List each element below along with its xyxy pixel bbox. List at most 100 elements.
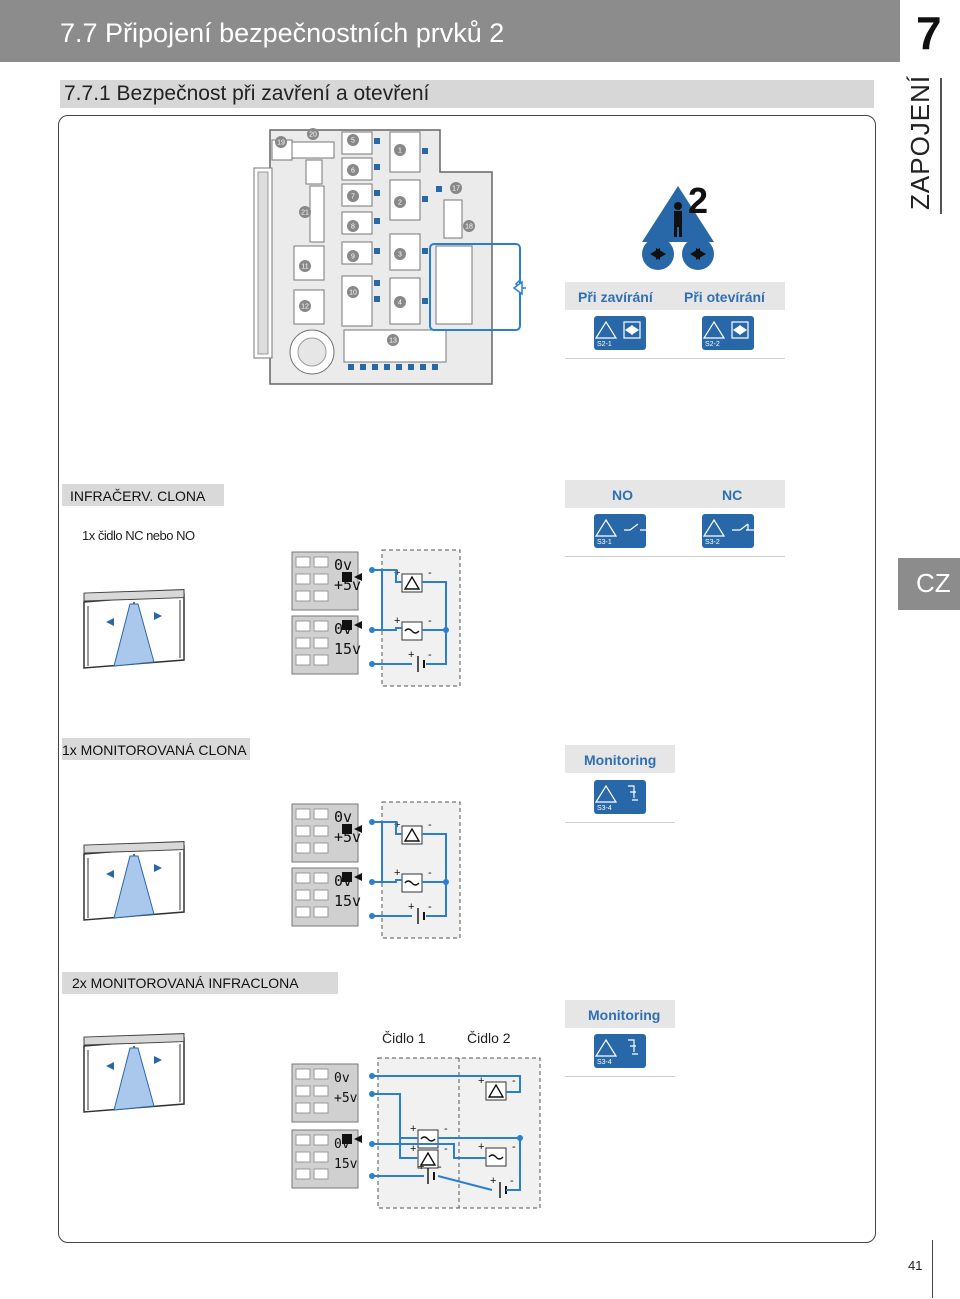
arrow-left-icon <box>106 618 114 626</box>
terminal-slot <box>295 872 311 884</box>
terminal-slot <box>295 842 311 854</box>
plus-sign: + <box>394 819 400 831</box>
header-monitoring: Monitoring <box>584 752 657 768</box>
chapter-number: 7 <box>916 7 942 59</box>
wire-node <box>369 1141 375 1147</box>
board-label-text: 6 <box>351 168 355 175</box>
minus-sign: - <box>428 567 432 579</box>
minus-sign: - <box>512 1075 516 1087</box>
minus-sign: - <box>428 649 432 661</box>
board-label-text: 19 <box>277 140 285 147</box>
sensor-1-label: Čidlo 1 <box>382 1030 426 1046</box>
board-label-text: 17 <box>452 186 460 193</box>
terminal-slot <box>295 654 311 666</box>
minus-sign: - <box>428 819 432 831</box>
arrow-pin-icon <box>354 1135 362 1143</box>
content-frame <box>58 115 876 1243</box>
board-label-text: 2 <box>398 200 402 207</box>
monitored-wire-d <box>422 833 447 917</box>
board-label-text: 4 <box>398 300 402 307</box>
wire-node <box>369 1073 375 1079</box>
page-title: 7.7 Připojení bezpečnostních prvků 2 <box>60 18 505 48</box>
terminal-slot <box>313 1151 329 1163</box>
terminal-slot <box>295 573 311 585</box>
board-label-text: 20 <box>309 132 317 139</box>
monitored-title: 1x MONITOROVANÁ CLONA <box>62 742 247 758</box>
monitored-battery: +- <box>408 901 432 924</box>
language-tab-label: CZ <box>916 568 951 598</box>
infrared-table-header <box>565 480 785 508</box>
minus-sign: - <box>428 901 432 913</box>
board-label-text: 8 <box>351 224 355 231</box>
wire-node <box>369 879 375 885</box>
arrow-pin-icon <box>354 873 362 881</box>
terminal-slot <box>295 1085 311 1097</box>
section-title: 7.7.1 Bezpečnost při zavření a otevření <box>64 82 430 105</box>
terminal-slot <box>313 1168 329 1180</box>
door-header <box>83 589 185 602</box>
terminal-slot <box>295 1102 311 1114</box>
terminal-label: 15v <box>334 640 361 658</box>
monitored-receiver: +- <box>394 867 432 893</box>
terminal-slot <box>295 1134 311 1146</box>
sensor-icon-number: 2 <box>688 180 709 221</box>
symbol-s3-1 <box>594 514 646 548</box>
header-no: NO <box>612 487 633 503</box>
monitored-title-bar <box>62 738 250 760</box>
arrow-pin-icon <box>354 573 362 581</box>
board-label-text: 3 <box>398 252 402 259</box>
board-label-10 <box>347 286 359 298</box>
wire-node <box>369 1091 375 1097</box>
header-opening: Při otevírání <box>684 289 765 305</box>
symbol-s3-4 <box>594 780 646 814</box>
transmitter-icon <box>487 1083 505 1098</box>
door-header <box>83 841 185 854</box>
minus-sign: - <box>510 1175 514 1187</box>
receiver-icon <box>404 628 420 634</box>
monitored-wire-b <box>372 879 402 883</box>
terminal-pin <box>342 872 352 882</box>
transmitter-icon <box>403 827 421 842</box>
infrared-wire-a <box>372 569 402 583</box>
monitored2-wire-a <box>372 1075 521 1093</box>
board-label-1 <box>394 144 406 156</box>
closing-table-rule <box>565 358 785 359</box>
terminal-slot <box>295 637 311 649</box>
terminal-slot <box>313 637 329 649</box>
terminal-slot <box>313 654 329 666</box>
infrared-battery: +- <box>408 649 432 672</box>
board-label-5 <box>347 134 359 146</box>
wire-node <box>369 627 375 633</box>
header-closing: Při zavírání <box>578 289 653 305</box>
sensor-beam <box>113 855 155 919</box>
terminal-slot <box>313 556 329 568</box>
terminal-slot <box>295 590 311 602</box>
sensor-beam <box>113 603 155 667</box>
board-label-20 <box>307 128 319 140</box>
code-s3-1: S3-1 <box>597 539 612 546</box>
board-label-text: 10 <box>349 290 357 297</box>
board-label-text: 11 <box>301 264 308 271</box>
terminal-slot <box>313 590 329 602</box>
terminal-label: +5v <box>334 828 361 846</box>
terminal-slot <box>295 620 311 632</box>
board-label-text: 18 <box>465 224 473 231</box>
monitored2-door <box>83 1033 185 1113</box>
infrared-wire-b <box>372 627 402 631</box>
plus-sign: + <box>394 567 400 579</box>
terminal-slot <box>313 825 329 837</box>
code-s3-2: S3-2 <box>705 539 720 546</box>
plus-sign: + <box>410 1123 416 1135</box>
board-label-19 <box>275 136 287 148</box>
infrared-door <box>83 589 185 669</box>
terminal-slot <box>313 573 329 585</box>
sensor-beam <box>113 1047 155 1111</box>
header-nc: NC <box>722 487 743 503</box>
board-label-3 <box>394 248 406 260</box>
board-label-13 <box>387 334 399 346</box>
